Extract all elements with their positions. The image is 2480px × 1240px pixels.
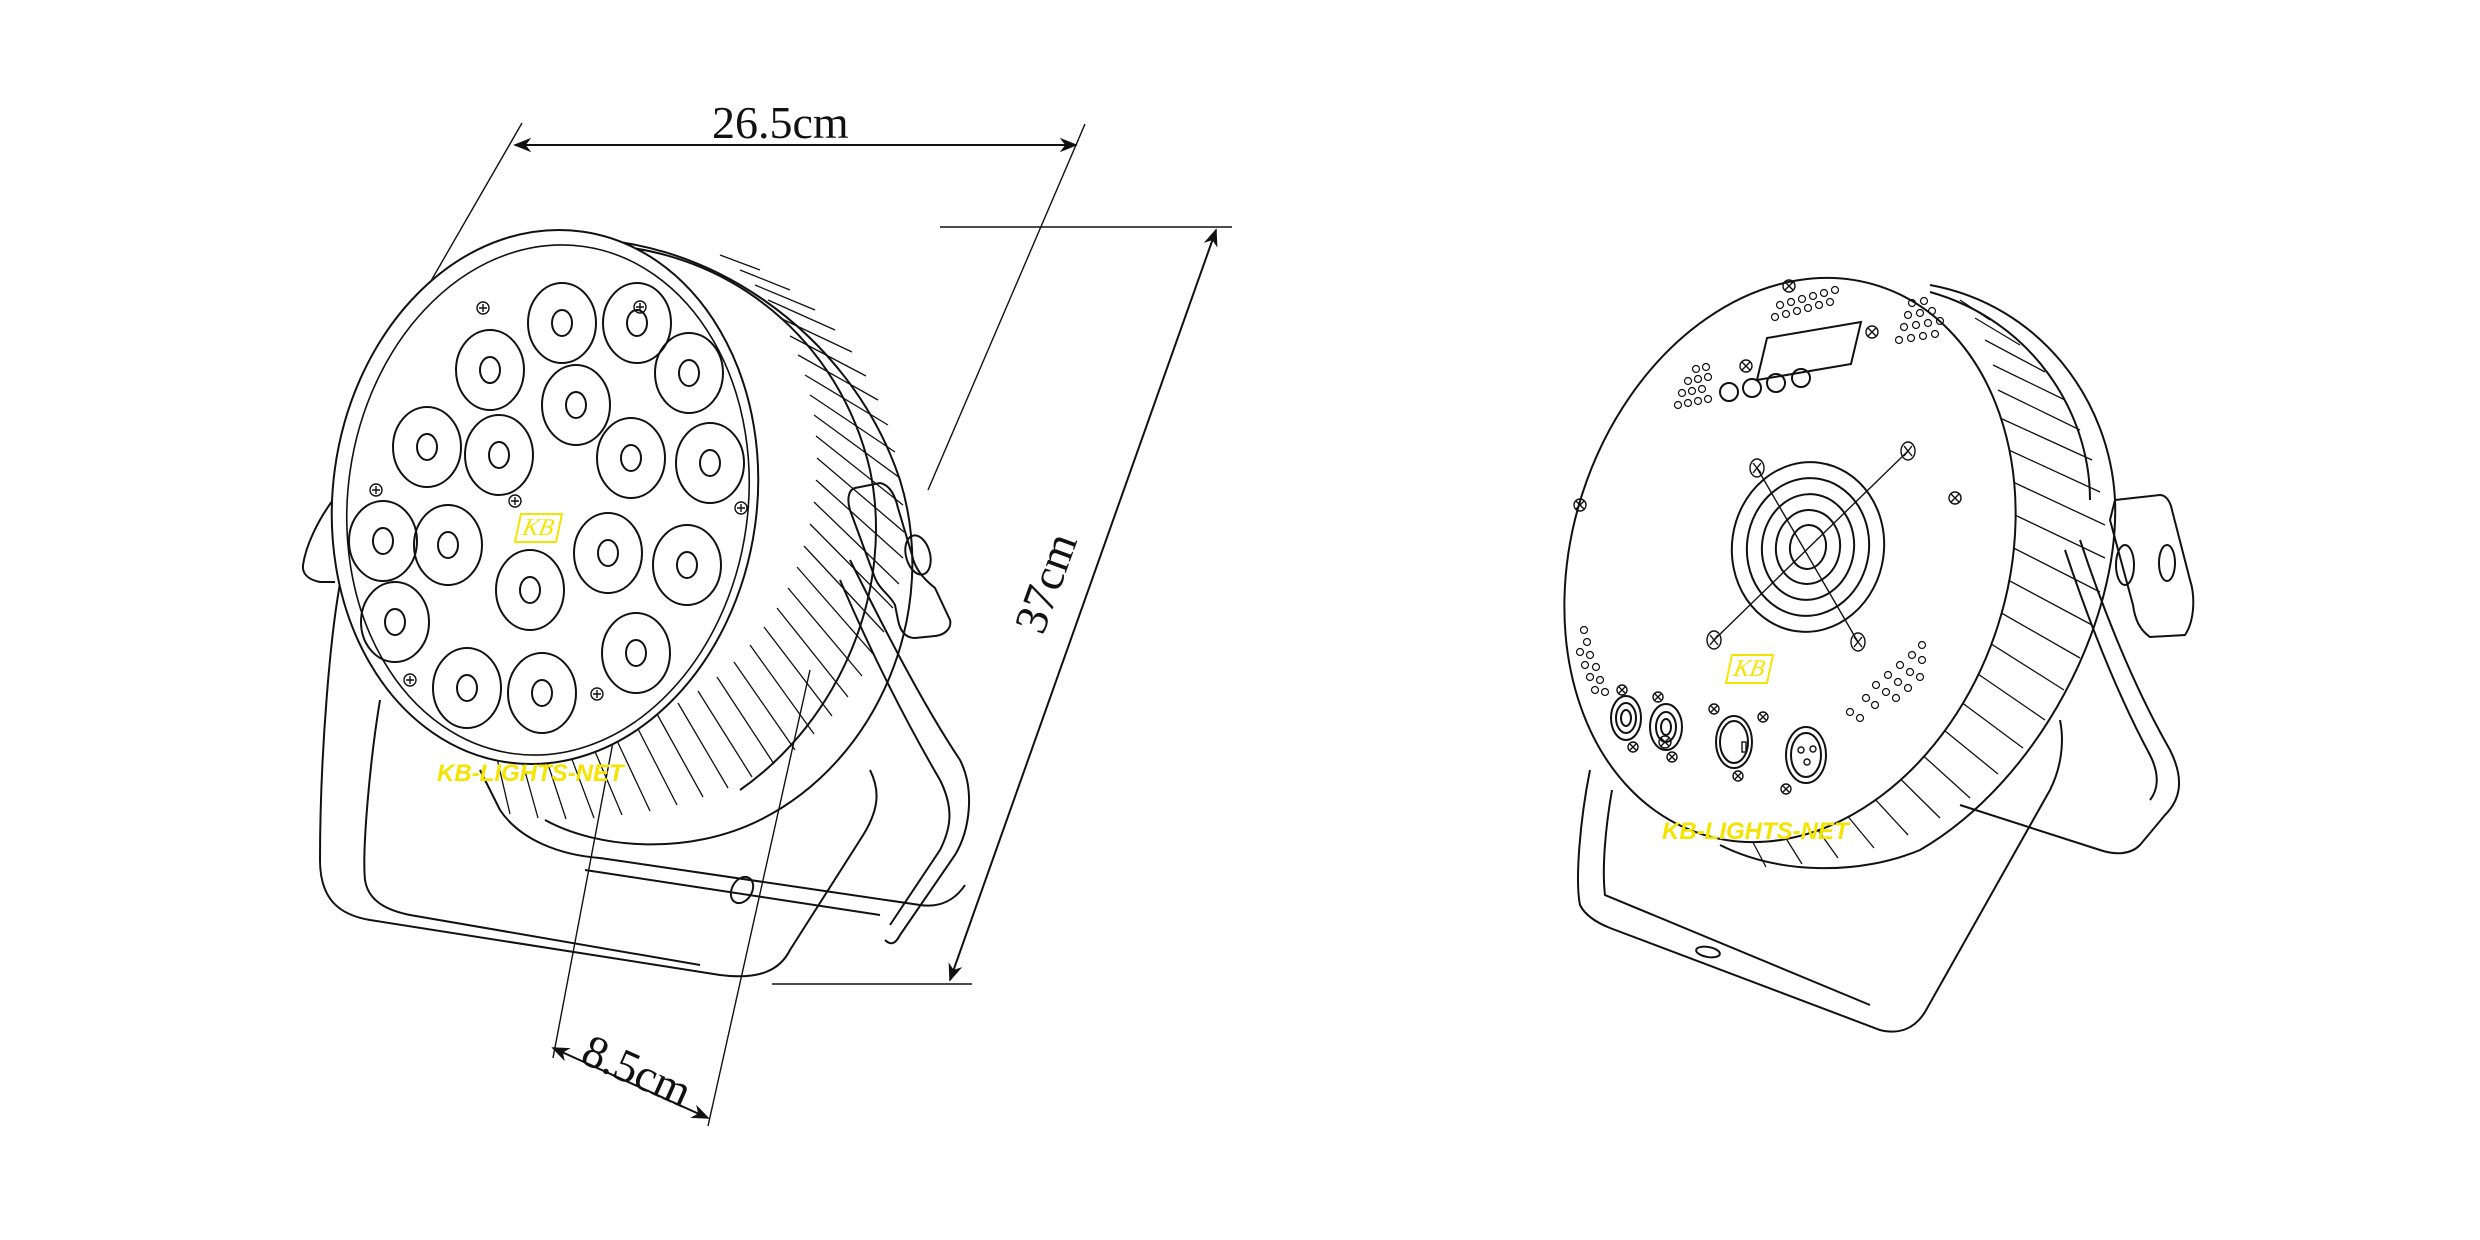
front-view-unit xyxy=(301,228,970,978)
screw-icon xyxy=(1708,703,1720,715)
screw-icon xyxy=(1782,279,1796,293)
screw-icon xyxy=(1652,691,1664,703)
led-array xyxy=(348,282,745,734)
power-out-connector xyxy=(1649,691,1683,763)
led-lens xyxy=(652,524,722,606)
screw-icon xyxy=(1627,741,1639,753)
button-menu xyxy=(1719,382,1739,402)
led-lens xyxy=(601,612,671,694)
screw-icon xyxy=(734,501,748,515)
back-view-unit xyxy=(1563,276,2195,1033)
screw-icon xyxy=(508,494,522,508)
screw-icon xyxy=(403,673,417,687)
kb-logo-front: KB xyxy=(513,513,563,543)
kb-logo-back: KB xyxy=(1724,654,1774,684)
button-down xyxy=(1766,373,1786,393)
screw-icon xyxy=(1865,325,1879,339)
fan-guard xyxy=(1706,441,1916,652)
screw-icon xyxy=(1948,491,1962,505)
led-lens xyxy=(602,282,672,364)
screw-icon xyxy=(369,483,383,497)
led-lens xyxy=(392,406,462,488)
display-screen xyxy=(1739,279,1879,382)
dimension-height xyxy=(772,226,1232,985)
watermark-back: KB-LIGHTS-NET xyxy=(1662,818,1849,845)
led-lens xyxy=(432,647,502,729)
dmx-in-connector xyxy=(1708,703,1753,782)
led-lens xyxy=(596,417,666,499)
led-lens xyxy=(413,504,483,586)
watermark-front: KB-LIGHTS-NET xyxy=(437,760,624,787)
back-yoke xyxy=(1577,493,2195,1033)
led-lens xyxy=(360,581,430,663)
control-buttons xyxy=(1719,368,1811,402)
power-in-connector xyxy=(1610,684,1642,753)
led-lens xyxy=(654,332,724,414)
screw-icon xyxy=(590,687,604,701)
dimension-width-label: 26.5cm xyxy=(712,97,849,148)
back-face xyxy=(1563,276,2017,844)
led-lens xyxy=(348,500,418,582)
connector-panel xyxy=(1610,684,1827,795)
screw-icon xyxy=(1706,630,1722,650)
led-lens xyxy=(573,512,643,594)
led-lens xyxy=(455,329,525,411)
led-lens xyxy=(527,282,597,364)
vent-holes xyxy=(1575,285,1945,723)
led-lens xyxy=(541,364,611,446)
led-lens xyxy=(495,549,565,631)
screw-icon xyxy=(1749,458,1765,478)
led-lens xyxy=(675,422,745,504)
screw-icon xyxy=(1739,359,1753,373)
front-heatsink xyxy=(491,238,914,846)
front-yoke xyxy=(301,481,970,978)
screw-icon xyxy=(1616,684,1628,696)
screw-icon xyxy=(1780,783,1792,795)
screw-icon xyxy=(476,301,490,315)
screw-icon xyxy=(1757,711,1769,723)
led-lens xyxy=(464,414,534,496)
front-face xyxy=(330,228,760,766)
screw-icon xyxy=(1666,751,1678,763)
screw-icon xyxy=(1573,498,1587,512)
front-screws xyxy=(369,300,748,701)
screw-icon xyxy=(1850,632,1866,652)
screw-icon xyxy=(1732,770,1744,782)
dmx-out-connector xyxy=(1757,711,1827,795)
led-lens xyxy=(507,652,577,734)
screw-icon xyxy=(1900,441,1916,461)
screw-icon xyxy=(633,300,647,314)
button-up xyxy=(1742,378,1762,398)
button-enter xyxy=(1791,368,1811,388)
